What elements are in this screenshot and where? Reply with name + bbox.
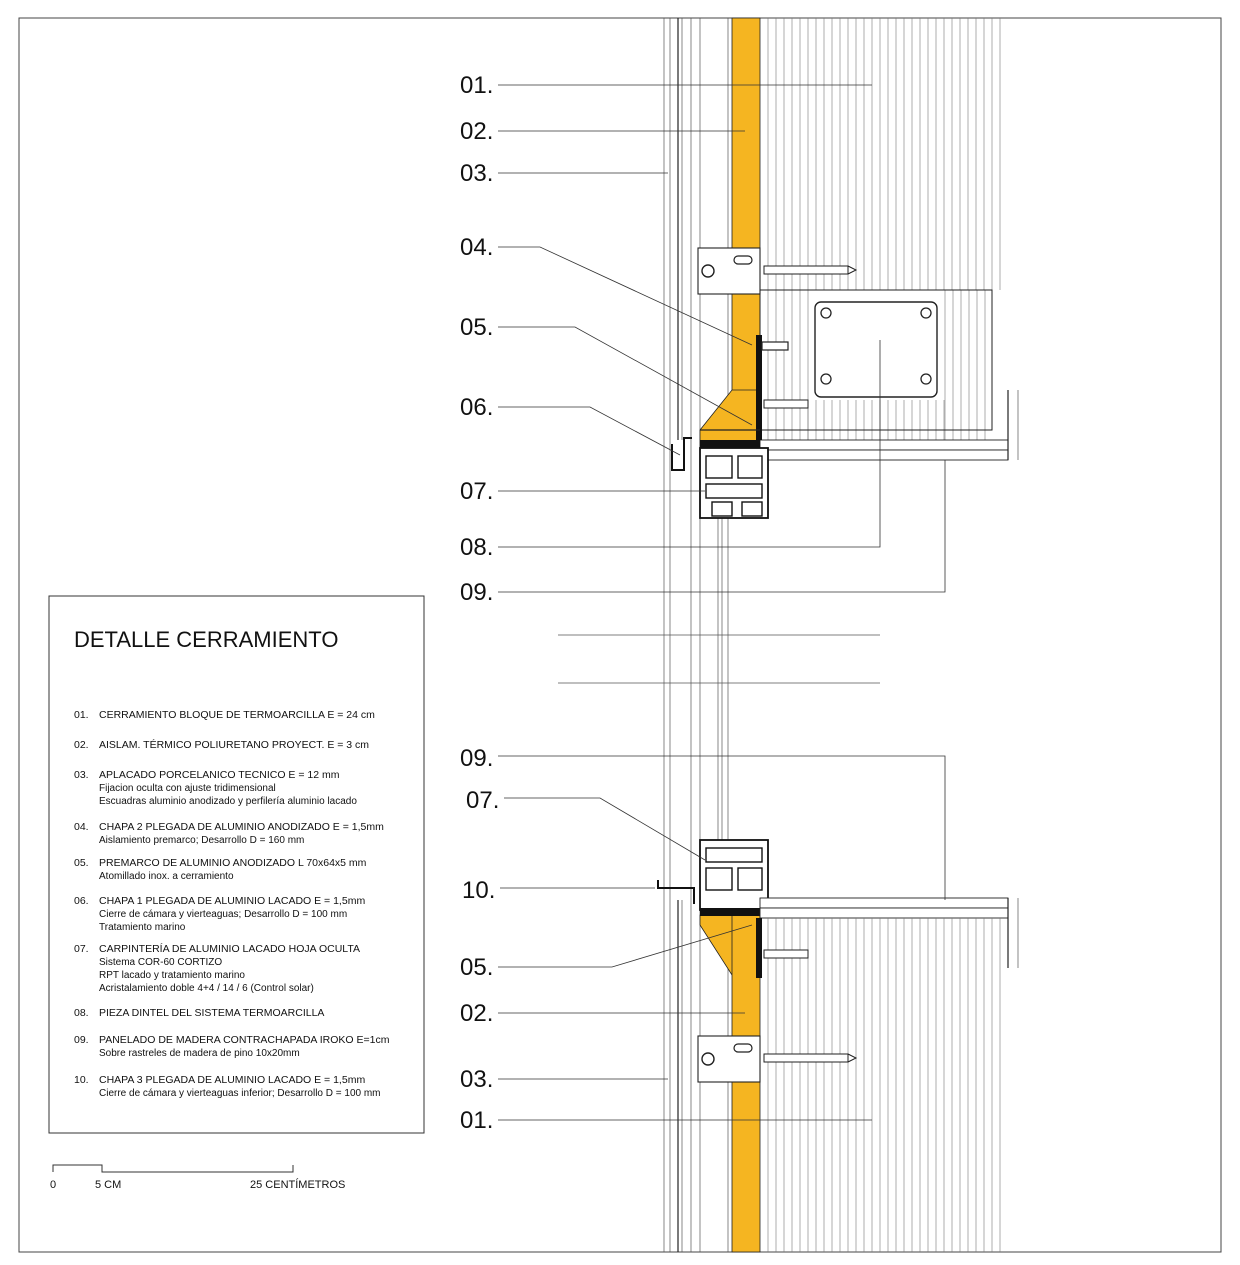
sheet-border [18, 17, 1222, 1253]
legend-item-detail: Atomillado inox. a cerramiento [99, 871, 234, 882]
legend-item-detail: Sobre rastreles de madera de pino 10x20m… [99, 1048, 300, 1059]
scale-zero: 0 [50, 1179, 56, 1191]
wall-section [558, 17, 1019, 1253]
legend-item-title: APLACADO PORCELANICO TECNICO E = 12 mm [99, 769, 340, 781]
callout-07-top: 07. [460, 478, 493, 505]
legend-item-number: 02. [74, 739, 89, 751]
insulation-upper [731, 17, 761, 449]
legend-item-title: AISLAM. TÉRMICO POLIURETANO PROYECT. E =… [99, 738, 369, 751]
clay-block-lower [767, 918, 1001, 1252]
callout-05-top: 05. [460, 314, 493, 341]
callout-05-bottom: 05. [460, 954, 493, 981]
legend-item-number: 03. [74, 769, 89, 781]
plywood-panel-upper [759, 439, 1009, 451]
legend-item-title: CHAPA 1 PLEGADA DE ALUMINIO LACADO E = 1… [99, 895, 365, 907]
scale-bar: 0 5 CM 25 CENTÍMETROS [50, 1164, 345, 1191]
legend-item-title: PIEZA DINTEL DEL SISTEMA TERMOARCILLA [99, 1007, 324, 1019]
insulation-lintel-wedge [699, 389, 761, 449]
legend-item-title: PANELADO DE MADERA CONTRACHAPADA IROKO E… [99, 1034, 390, 1046]
lintel-reinforcement [814, 301, 938, 398]
legend-item-number: 01. [74, 709, 89, 721]
window-frame-upper [699, 440, 769, 519]
window-frame-lower [699, 839, 769, 916]
legend-item-number: 09. [74, 1034, 89, 1046]
scale-end: 25 CENTÍMETROS [250, 1178, 345, 1191]
callout-01-bottom: 01. [460, 1107, 493, 1134]
anchor-lower [697, 949, 858, 1083]
callout-07-bottom: 07. [466, 787, 499, 814]
legend-item-number: 07. [74, 943, 89, 955]
insulation-lower [731, 914, 761, 1253]
legend-item-detail: Escuadras aluminio anodizado y perfilerí… [99, 796, 357, 807]
legend-item-number: 10. [74, 1074, 89, 1086]
callouts: 01. 02. 03. 04. 05. 06. 07. 08. 09. 09. … [460, 72, 946, 1134]
legend-item-title: CARPINTERÍA DE ALUMINIO LACADO HOJA OCUL… [99, 942, 360, 955]
callout-08: 08. [460, 534, 493, 561]
callout-09-top: 09. [460, 579, 493, 606]
legend-item-number: 06. [74, 895, 89, 907]
callout-02-top: 02. [460, 118, 493, 145]
legend-item-title: CERRAMIENTO BLOQUE DE TERMOARCILLA E = 2… [99, 709, 375, 721]
premarco-upper [756, 335, 762, 440]
legend-box: DETALLE CERRAMIENTO 01. CERRAMIENTO BLOQU… [48, 595, 425, 1134]
drip-flashing-upper [671, 437, 692, 471]
legend-item-detail: Acristalamiento doble 4+4 / 14 / 6 (Cont… [99, 983, 314, 994]
legend-item-title: CHAPA 2 PLEGADA DE ALUMINIO ANODIZADO E … [99, 821, 384, 833]
scale-mid: 5 CM [95, 1179, 121, 1191]
callout-04: 04. [460, 234, 493, 261]
callout-06: 06. [460, 394, 493, 421]
legend-item-number: 08. [74, 1007, 89, 1019]
legend-item-number: 04. [74, 821, 89, 833]
legend-item-number: 05. [74, 857, 89, 869]
legend-item-detail: Cierre de cámara y vierteaguas inferior;… [99, 1088, 381, 1099]
legend-item-detail: Cierre de cámara y vierteaguas; Desarrol… [99, 909, 347, 920]
legend-item-title: PREMARCO DE ALUMINIO ANODIZADO L 70x64x5… [99, 857, 367, 869]
legend-item-title: CHAPA 3 PLEGADA DE ALUMINIO LACADO E = 1… [99, 1074, 365, 1086]
callout-10: 10. [462, 877, 495, 904]
legend-item-detail: Fijacion oculta con ajuste tridimensiona… [99, 783, 276, 794]
legend-item-detail: Tratamiento marino [99, 922, 186, 933]
legend-item-detail: Sistema COR-60 CORTIZO [99, 957, 222, 968]
legend-items: 01. CERRAMIENTO BLOQUE DE TERMOARCILLA E … [74, 709, 390, 1099]
legend-title: DETALLE CERRAMIENTO [74, 627, 338, 652]
premarco-lower [756, 918, 762, 978]
callout-02-bottom: 02. [460, 1000, 493, 1027]
callout-09-bottom: 09. [460, 745, 493, 772]
callout-03-top: 03. [460, 160, 493, 187]
legend-item-detail: Aislamiento premarco; Desarrollo D = 160… [99, 835, 304, 846]
legend-item-detail: RPT lacado y tratamiento marino [99, 970, 245, 981]
anchor-upper [697, 247, 858, 409]
callout-01-top: 01. [460, 72, 493, 99]
plywood-panel-lower [759, 897, 1009, 909]
callout-03-bottom: 03. [460, 1066, 493, 1093]
clay-block-upper [767, 18, 1001, 440]
drip-flashing-lower [657, 880, 695, 904]
